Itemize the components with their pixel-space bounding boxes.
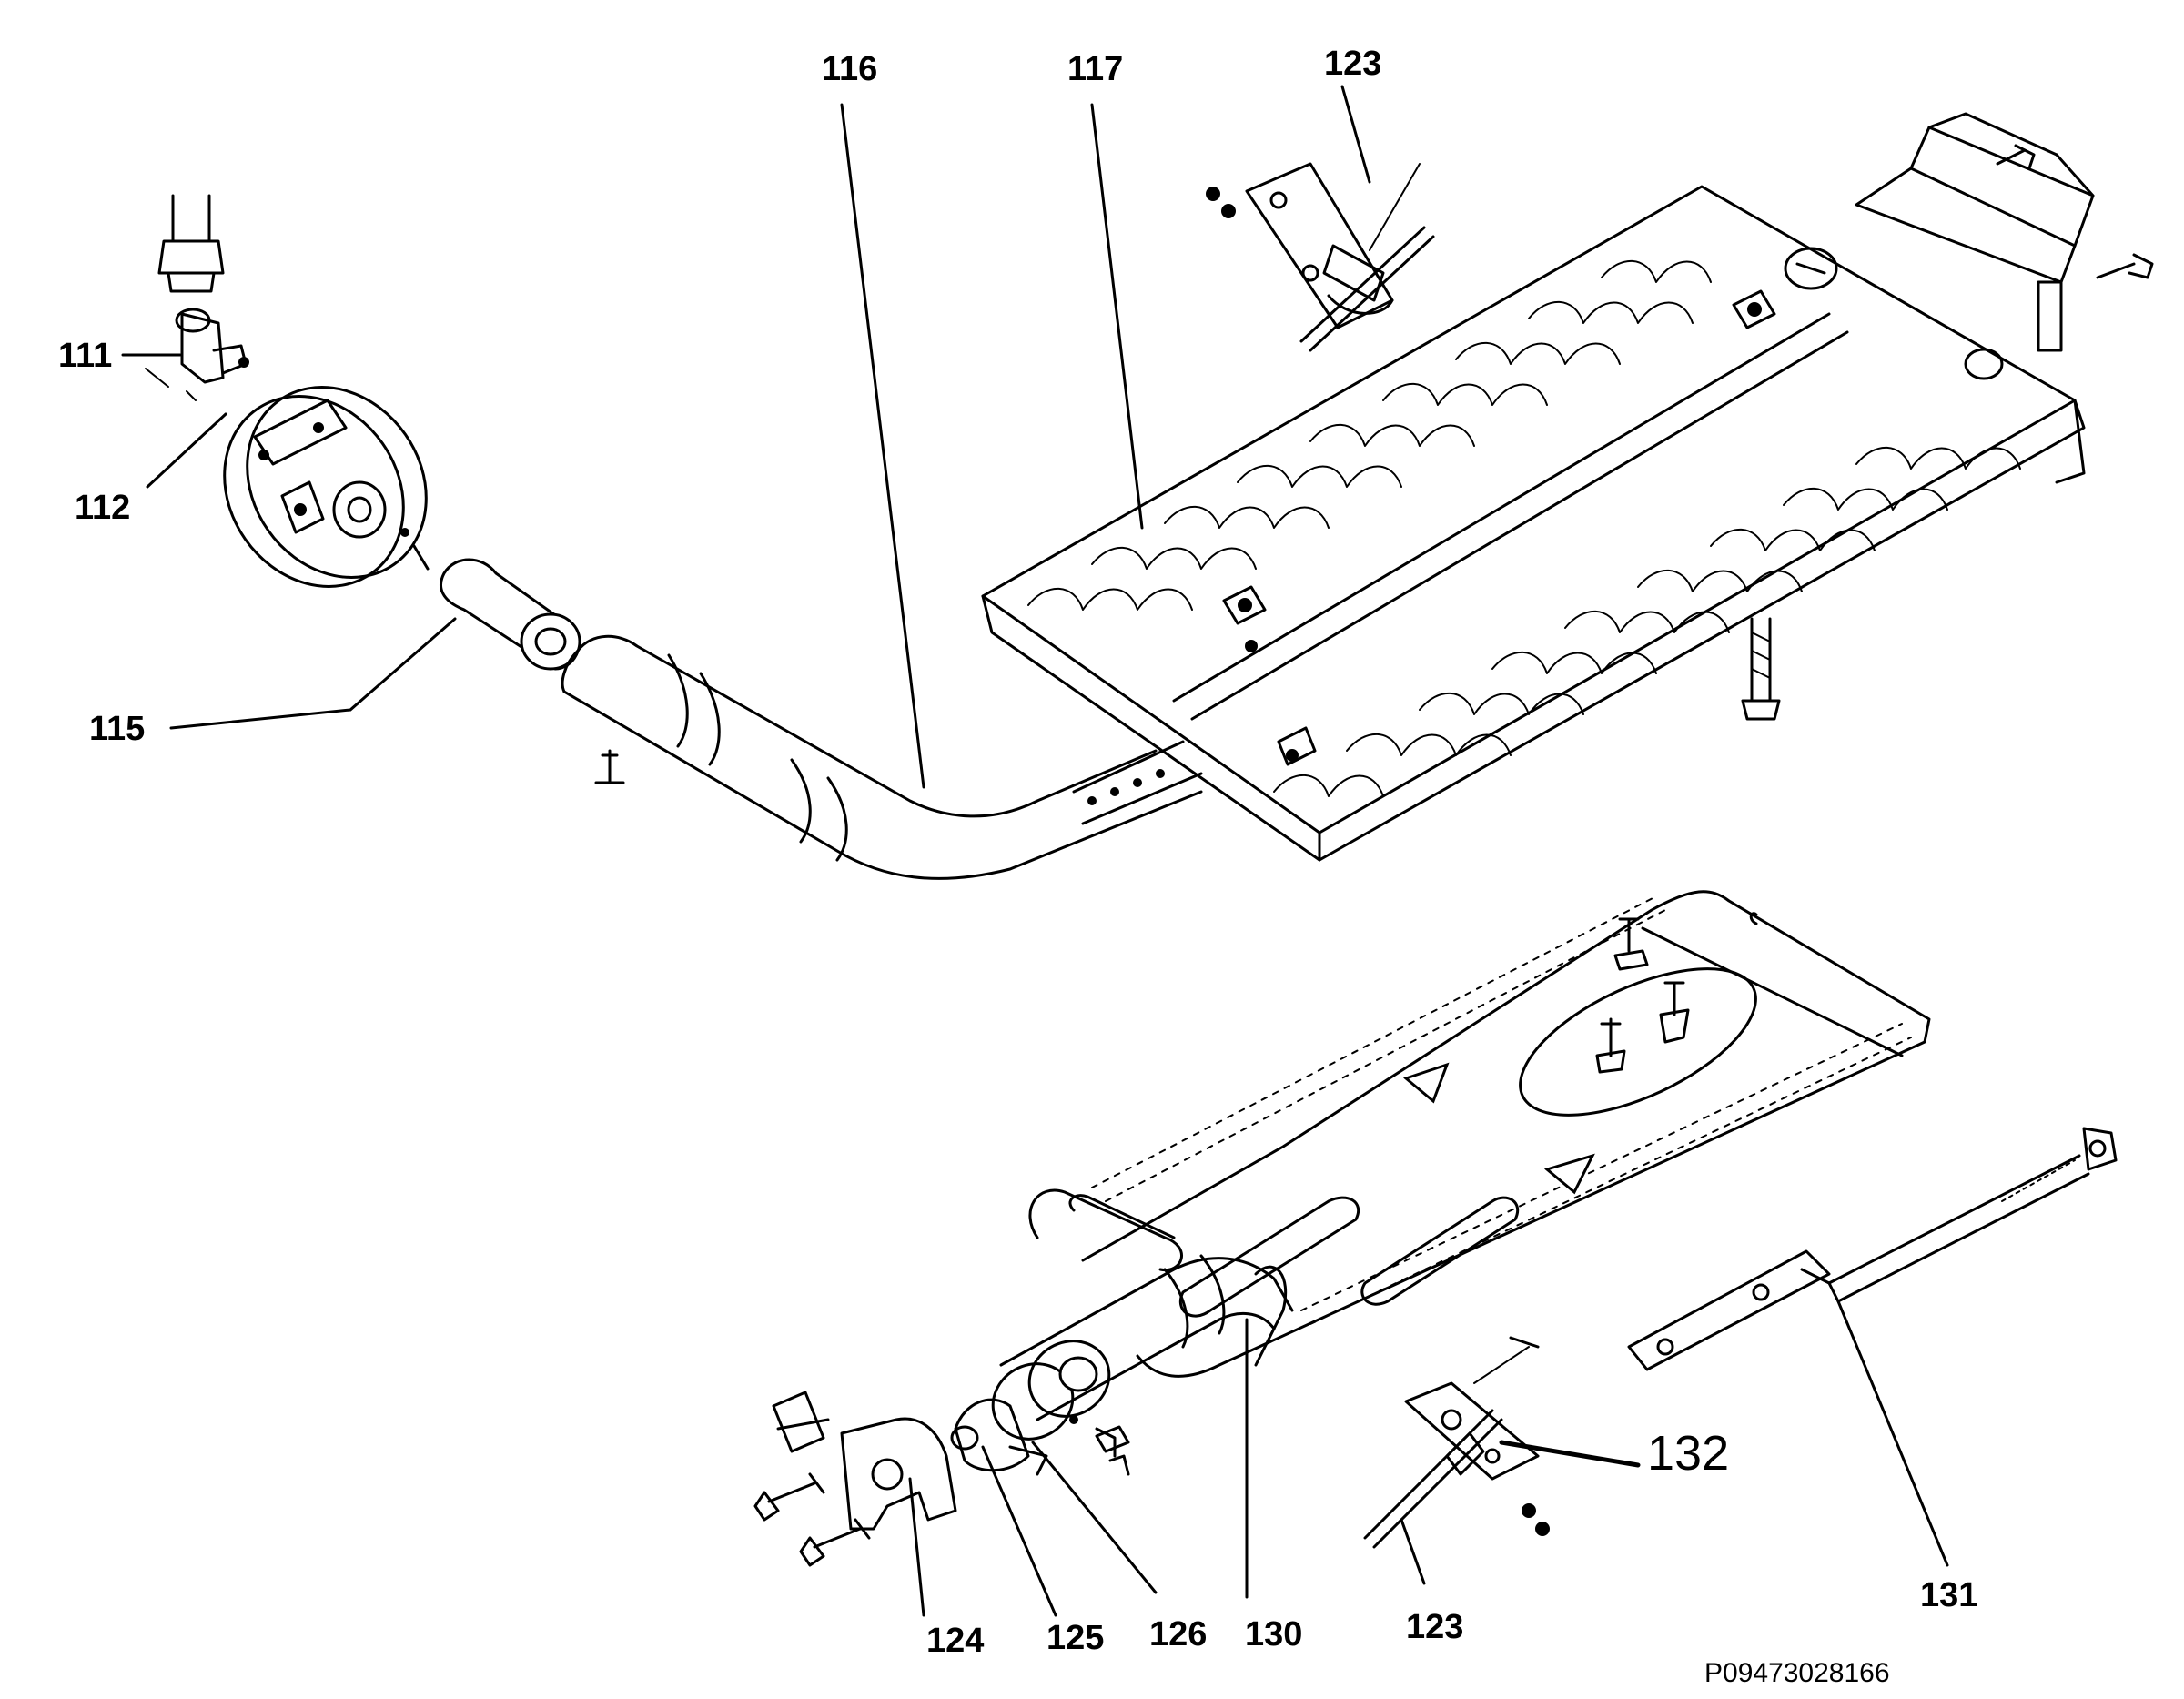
tray-screw xyxy=(1741,617,1781,721)
retaining-clip xyxy=(1095,1425,1130,1476)
document-code: P09473028166 xyxy=(1704,1658,1890,1688)
label-126: 126 xyxy=(1149,1615,1207,1653)
label-123-bottom: 123 xyxy=(1406,1608,1463,1646)
label-130: 130 xyxy=(1245,1615,1302,1653)
label-132: 132 xyxy=(1647,1426,1729,1481)
upper-burner-tray xyxy=(981,185,2086,862)
bent-burner-tube xyxy=(561,634,1203,880)
label-111: 111 xyxy=(58,337,112,375)
label-115: 115 xyxy=(89,710,145,748)
label-125: 125 xyxy=(1046,1619,1104,1657)
label-116: 116 xyxy=(822,50,877,88)
tray-end-bracket xyxy=(1784,112,2154,380)
support-rod xyxy=(1627,1127,2118,1371)
upper-electrode xyxy=(1206,162,1435,352)
valve-housing xyxy=(223,386,430,588)
valve-bracket xyxy=(753,1391,957,1567)
lower-burner-tube xyxy=(999,1254,1294,1421)
gas-inlet-fitting xyxy=(145,194,249,401)
lower-electrode xyxy=(1363,1336,1550,1549)
label-131: 131 xyxy=(1920,1576,1977,1614)
tube-bolt xyxy=(594,749,625,784)
label-123-top: 123 xyxy=(1324,45,1381,83)
leader-lines xyxy=(121,85,1949,1617)
part-labels: 111 112 115 116 117 123 123 124 125 126 … xyxy=(58,45,1977,1660)
label-112: 112 xyxy=(75,489,130,527)
lower-burner-plate xyxy=(1028,890,1931,1378)
burner-tube-coupling xyxy=(440,558,581,671)
air-shutter xyxy=(950,1340,1117,1476)
label-117: 117 xyxy=(1067,50,1123,88)
label-124: 124 xyxy=(926,1622,984,1660)
